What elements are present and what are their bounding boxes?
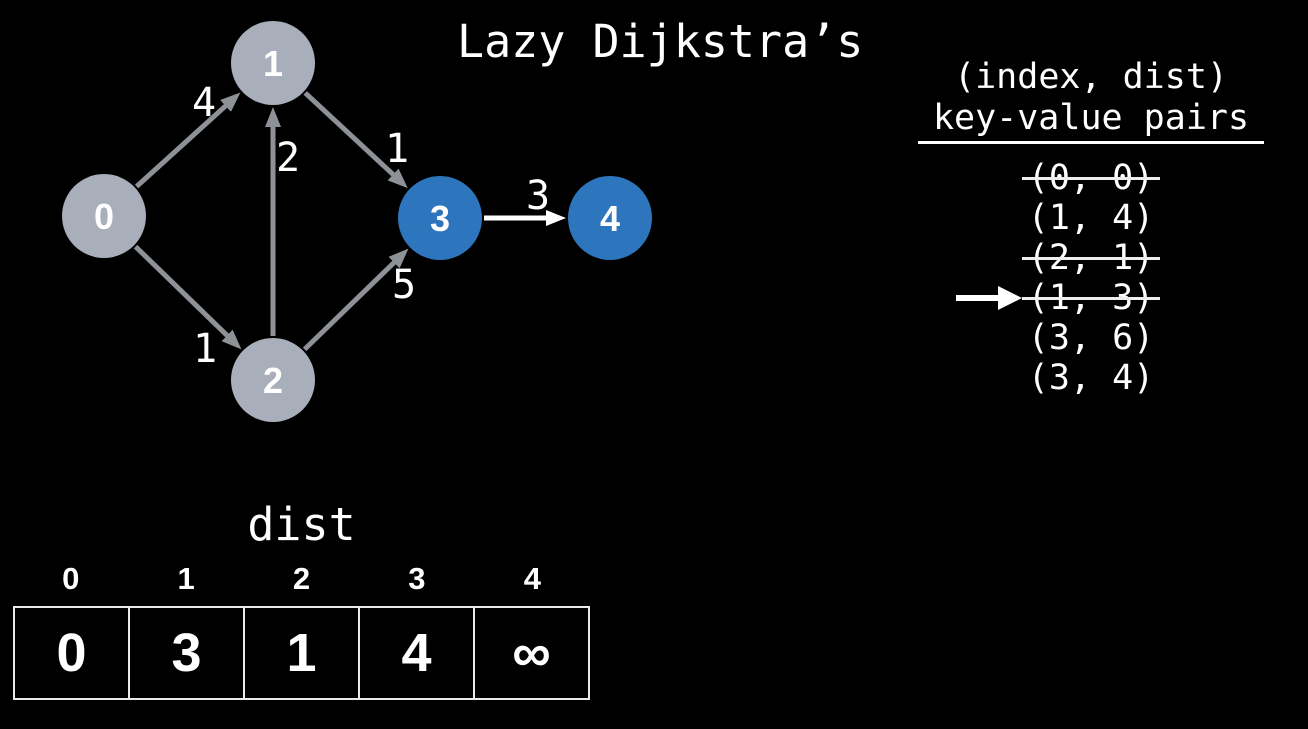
dist-cell: ∞ xyxy=(473,608,588,698)
dist-array-title: dist xyxy=(247,498,356,551)
edge-weight-label: 4 xyxy=(192,80,216,126)
graph-edge-2-3 xyxy=(302,248,409,352)
queue-item: (0, 0) xyxy=(918,158,1264,198)
graph-edges xyxy=(133,91,566,352)
queue-item-text: (1, 4) xyxy=(1027,198,1155,238)
graph-node-2 xyxy=(231,338,315,422)
queue-item: (3, 6) xyxy=(918,318,1264,358)
dist-cell: 1 xyxy=(243,608,358,698)
dist-index: 1 xyxy=(177,561,195,596)
graph-edge-1-3 xyxy=(303,91,408,189)
dist-cell: 0 xyxy=(56,623,87,683)
dist-array: 0 3 1 4 ∞ xyxy=(13,606,590,700)
graph-node-label: 3 xyxy=(430,198,450,239)
graph-nodes: 0 1 2 3 4 xyxy=(62,21,652,422)
edge-weight-label: 5 xyxy=(392,262,416,308)
queue-item-text: (2, 1) xyxy=(1021,238,1161,278)
edge-weight-label: 1 xyxy=(385,126,409,172)
dist-cell: 3 xyxy=(128,608,243,698)
graph-edge-0-1 xyxy=(134,92,241,189)
queue-item: (1, 3) xyxy=(918,278,1264,318)
dist-index: 2 xyxy=(292,561,311,596)
queue-item-text: (3, 6) xyxy=(1027,318,1155,358)
queue-header: (index, dist) key-value pairs xyxy=(918,57,1264,144)
queue-item: (1, 4) xyxy=(918,198,1264,238)
dist-index: 4 xyxy=(523,561,541,596)
queue-header-line2: key-value pairs xyxy=(932,98,1250,138)
graph-node-label: 4 xyxy=(600,198,620,239)
priority-queue-list: (0, 0) (1, 4) (2, 1) (1, 3) (3, 6) (3, 4… xyxy=(918,158,1264,398)
page-title: Lazy Dijkstra’s xyxy=(457,15,864,68)
dist-index: 0 xyxy=(62,561,80,596)
queue-item: (3, 4) xyxy=(918,358,1264,398)
graph-node-label: 1 xyxy=(263,43,283,84)
queue-item-text: (1, 3) xyxy=(1021,278,1161,318)
graph-node-1 xyxy=(231,21,315,105)
queue-item: (2, 1) xyxy=(918,238,1264,278)
dist-index: 3 xyxy=(408,561,426,596)
edge-weight-label: 1 xyxy=(193,326,217,372)
queue-header-line1: (index, dist) xyxy=(954,57,1228,97)
dist-array-indices: 0 1 2 3 4 xyxy=(13,561,590,597)
edge-weight-label: 3 xyxy=(526,173,550,219)
graph-node-label: 0 xyxy=(94,196,114,237)
graph-node-label: 2 xyxy=(263,360,283,401)
dist-cell: 4 xyxy=(358,608,473,698)
graph-node-3 xyxy=(398,176,482,260)
current-item-arrow-icon xyxy=(956,286,1022,310)
edge-weight-label: 2 xyxy=(276,135,300,181)
graph-edge-0-2 xyxy=(133,244,242,350)
graph-node-4 xyxy=(568,176,652,260)
queue-item-text: (0, 0) xyxy=(1021,158,1161,198)
queue-item-text: (3, 4) xyxy=(1027,358,1155,398)
graph-node-0 xyxy=(62,174,146,258)
